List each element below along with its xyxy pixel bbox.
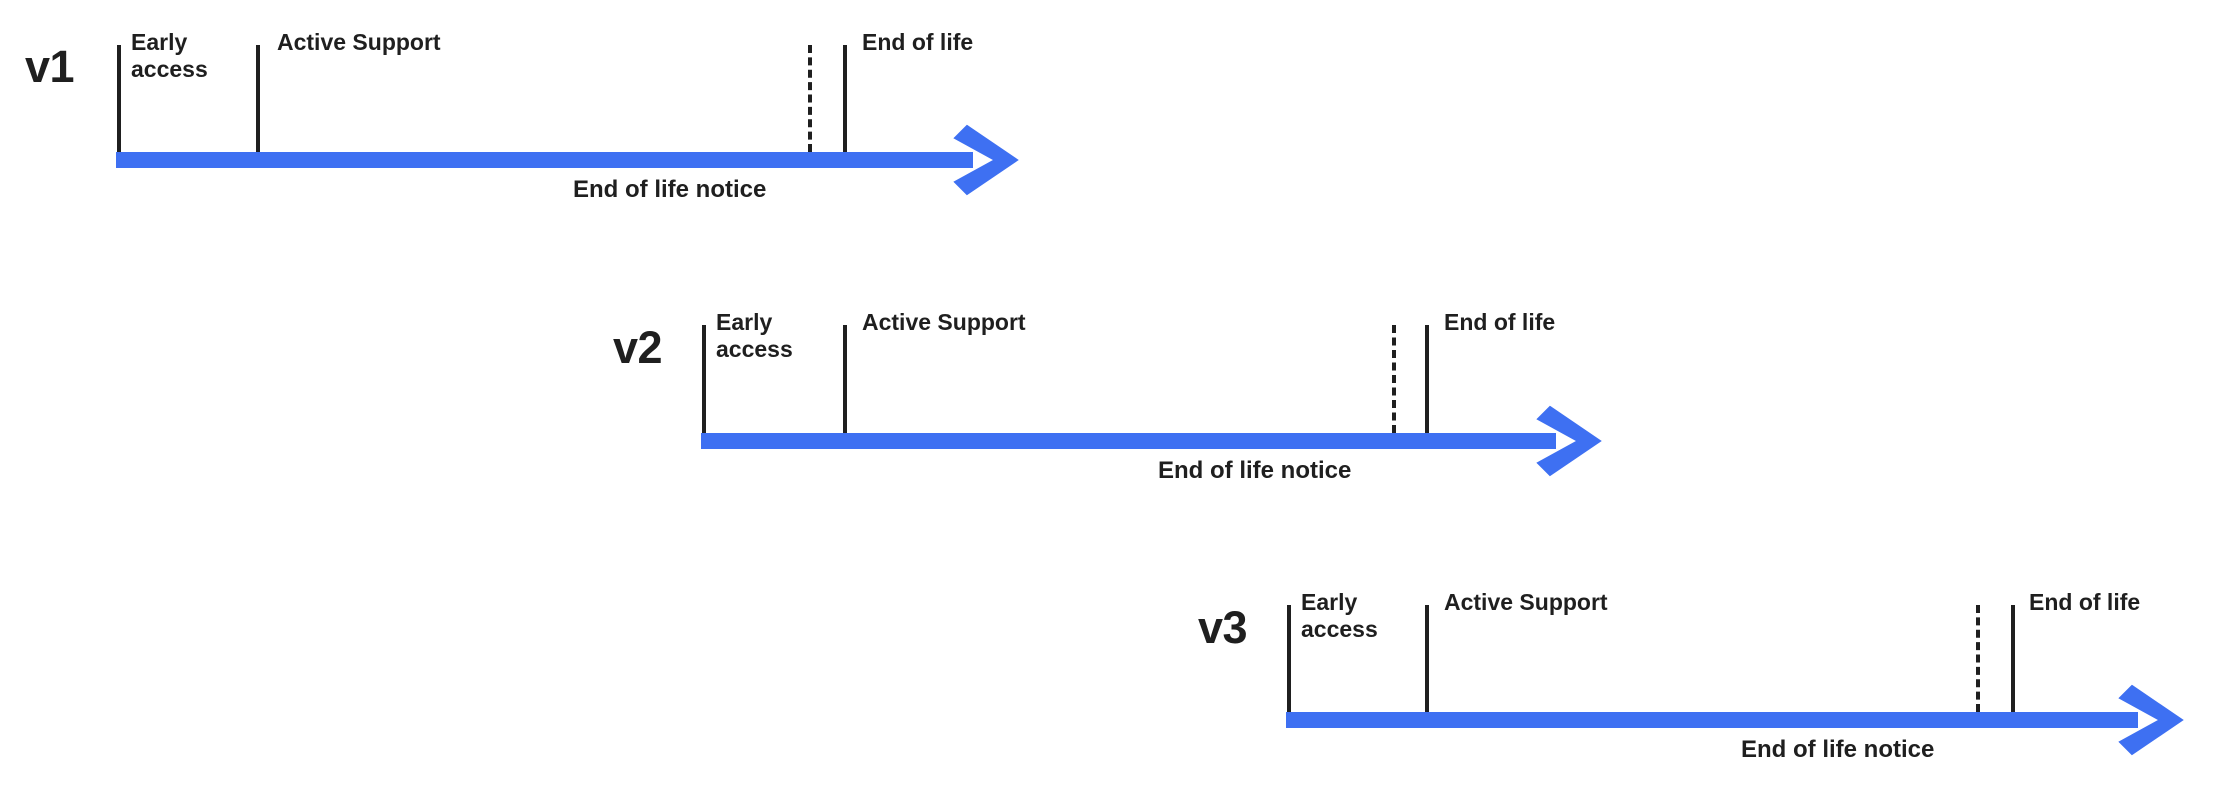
phase-divider-dashed-v2-2 — [1392, 325, 1396, 433]
phase-divider-dashed-v3-2 — [1976, 605, 1980, 712]
timeline-track-v1 — [116, 152, 973, 168]
end-of-life-notice-label-v2: End of life notice — [1158, 457, 1352, 484]
phase-divider-dashed-v1-2 — [808, 45, 812, 152]
timeline-track-v2 — [701, 433, 1556, 449]
phase-label-v1-2: End of life — [862, 29, 974, 55]
phase-divider-solid-v3-0 — [1287, 605, 1291, 712]
end-of-life-notice-label-v1: End of life notice — [573, 176, 767, 203]
phase-label-v1-0: Early access — [131, 29, 208, 82]
phase-divider-solid-v2-0 — [702, 325, 706, 433]
phase-divider-solid-v3-3 — [2011, 605, 2015, 712]
phase-divider-solid-v2-1 — [843, 325, 847, 433]
phase-label-v2-1: Active Support — [862, 309, 1026, 335]
version-label-v1: v1 — [25, 41, 75, 92]
version-label-v3: v3 — [1198, 602, 1248, 653]
phase-divider-solid-v1-3 — [843, 45, 847, 152]
phase-label-v3-2: End of life — [2029, 589, 2141, 615]
phase-divider-solid-v1-0 — [117, 45, 121, 152]
phase-label-v1-1: Active Support — [277, 29, 441, 55]
phase-divider-solid-v3-1 — [1425, 605, 1429, 712]
phase-label-v3-1: Active Support — [1444, 589, 1608, 615]
end-of-life-notice-label-v3: End of life notice — [1741, 736, 1935, 763]
phase-label-v2-0: Early access — [716, 309, 793, 362]
phase-divider-solid-v2-3 — [1425, 325, 1429, 433]
phase-divider-solid-v1-1 — [256, 45, 260, 152]
phase-label-v2-2: End of life — [1444, 309, 1556, 335]
phase-label-v3-0: Early access — [1301, 589, 1378, 642]
version-label-v2: v2 — [613, 322, 663, 373]
timeline-track-v3 — [1286, 712, 2138, 728]
